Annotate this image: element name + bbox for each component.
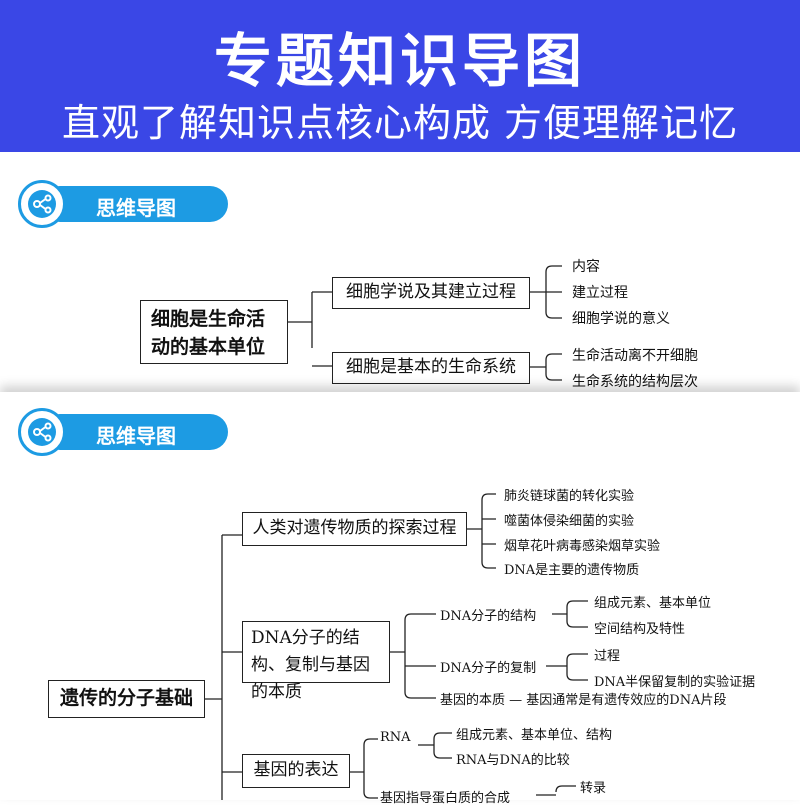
leaf-node: 细胞学说的意义 <box>572 311 670 327</box>
leaf-node: DNA是主要的遗传物质 <box>504 563 640 578</box>
mindmap-badge: 思维导图 <box>18 180 228 228</box>
leaf-node: 生命系统的结构层次 <box>572 374 698 390</box>
root-node: 遗传的分子基础 <box>48 680 205 718</box>
leaf-node: 过程 <box>594 649 621 664</box>
mindmap-icon <box>18 408 66 456</box>
badge-label: 思维导图 <box>96 424 176 448</box>
leaf-node: 烟草花叶病毒感染烟草实验 <box>504 539 661 554</box>
branch-node: 基因的表达 <box>242 754 350 788</box>
leaf-node: 组成元素、基本单位 <box>594 596 712 611</box>
leaf-node: 噬菌体侵染细菌的实验 <box>504 514 635 529</box>
sub-branch-node: DNA分子的复制 <box>440 661 537 676</box>
branch-node: DNA分子的结构、复制与基因的本质 <box>242 621 390 702</box>
leaf-node: DNA半保留复制的实验证据 <box>594 675 756 690</box>
sub-branch-node: 基因的本质 — 基因通常是有遗传效应的DNA片段 <box>440 693 727 708</box>
branch-node: 细胞是基本的生命系统 <box>332 352 530 384</box>
connector-lines <box>205 493 588 800</box>
branch-node: 人类对遗传物质的探索过程 <box>242 512 467 546</box>
leaf-node: 生命活动离不开细胞 <box>572 348 698 364</box>
connector-lines <box>288 265 562 381</box>
leaf-node: 组成元素、基本单位、结构 <box>456 728 613 743</box>
mindmap-icon <box>18 180 66 228</box>
mindmap-badge: 思维导图 <box>18 408 228 456</box>
leaf-node: RNA与DNA的比较 <box>456 753 570 768</box>
header-banner: 专题知识导图 直观了解知识点核心构成 方便理解记忆 <box>0 0 800 152</box>
root-node: 细胞是生命活动的基本单位 <box>140 300 288 364</box>
leaf-node: 肺炎链球菌的转化实验 <box>504 489 635 504</box>
branch-node: 细胞学说及其建立过程 <box>332 277 530 309</box>
leaf-node: 转录 <box>580 781 607 796</box>
badge-label: 思维导图 <box>96 196 176 220</box>
leaf-node: 建立过程 <box>572 285 628 301</box>
banner-title: 专题知识导图 <box>213 27 586 95</box>
mindmap-panel-2: 思维导图 遗传的分子基础 人类对遗传物质的 <box>0 392 800 806</box>
banner-subtitle: 直观了解知识点核心构成 方便理解记忆 <box>61 101 739 145</box>
sub-branch-node: RNA <box>380 730 411 745</box>
leaf-node: 内容 <box>572 259 600 275</box>
sub-branch-node: DNA分子的结构 <box>440 609 537 624</box>
sub-branch-node: 基因指导蛋白质的合成 <box>380 791 511 806</box>
leaf-node: 空间结构及特性 <box>594 622 686 637</box>
mindmap-panel-1: 思维导图 细胞是生命活动的基本单位 细胞学说及其建立过程 细胞是基本的生命系统 … <box>0 152 800 392</box>
